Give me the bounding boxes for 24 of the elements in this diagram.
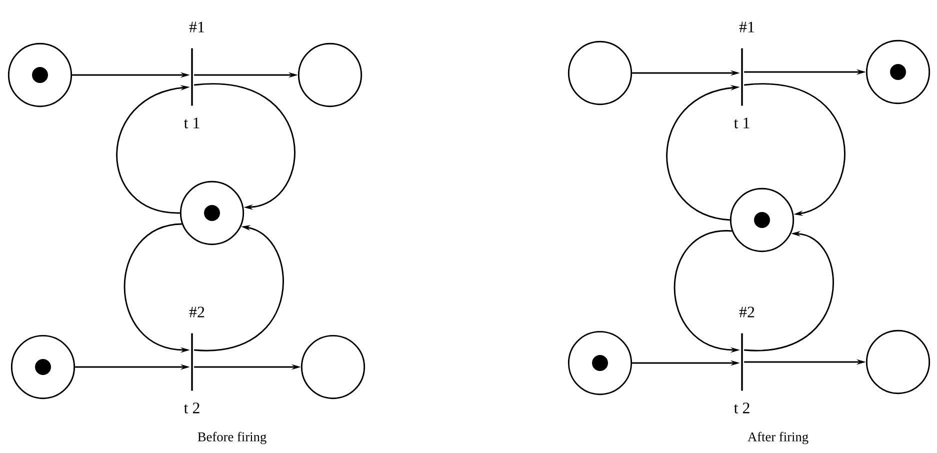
place-circle	[568, 40, 632, 106]
place-circle	[298, 42, 362, 108]
place-circle	[866, 40, 930, 104]
token-dot	[32, 67, 48, 83]
token-dot	[592, 355, 608, 371]
place-circle	[180, 180, 244, 246]
place-circle	[10, 334, 76, 400]
place-circle	[8, 42, 72, 108]
arrow	[194, 84, 296, 210]
token-dot	[35, 359, 51, 375]
token-dot	[890, 64, 906, 80]
arrow	[744, 84, 846, 216]
place-circle	[866, 330, 930, 394]
transition-bar: #2 t 2	[734, 306, 754, 414]
transition-bar: #1 t 1	[734, 22, 754, 128]
token-dot	[204, 205, 220, 221]
caption: After firing	[748, 432, 808, 444]
token-dot	[754, 212, 770, 228]
transition-bar: #2 t 2	[184, 306, 204, 414]
place-circle	[568, 330, 632, 396]
caption: Before firing	[198, 432, 266, 444]
transition-bar: #1 t 1	[184, 22, 204, 128]
place-circle	[730, 188, 794, 252]
place-circle	[300, 334, 366, 400]
